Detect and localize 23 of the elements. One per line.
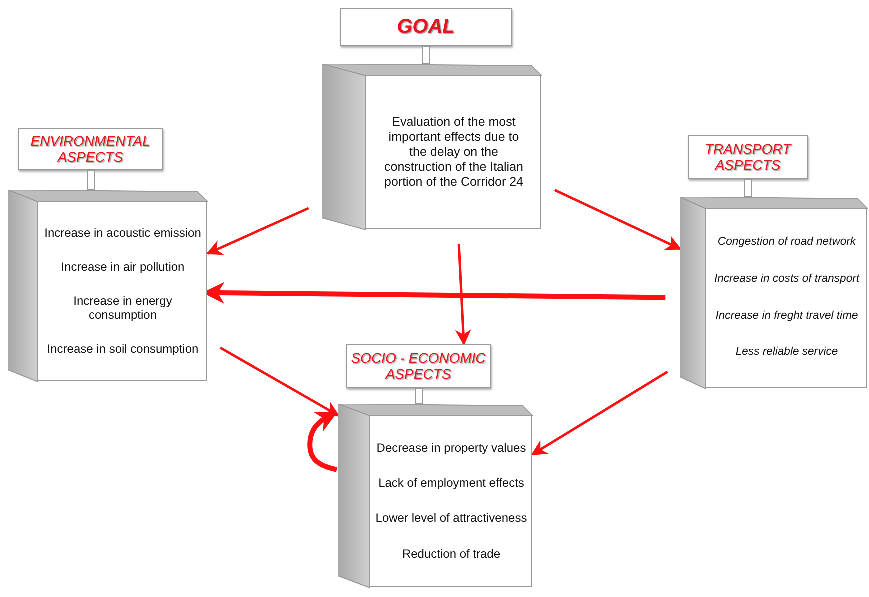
arrow	[554, 189, 682, 250]
effect-text: Lack of employment effects	[378, 476, 524, 491]
effect-text: Less reliable service	[736, 346, 838, 360]
effect-text: Lower level of attractiveness	[376, 511, 528, 526]
effect-text: Decrease in property values	[376, 440, 526, 456]
curved-arrow	[308, 412, 338, 472]
arrow	[206, 207, 310, 256]
goal-text: Evaluation of the most important effects due to the delay on the construction of the Italian portion of the Corridor 24	[384, 114, 524, 190]
arrow	[531, 370, 668, 456]
effect-text: Increase in soil consumption	[47, 342, 199, 356]
arrow	[220, 346, 340, 417]
effect-text: Reduction of trade	[402, 546, 501, 562]
effect-text: Increase in freght travel time	[716, 310, 858, 324]
effect-text: Increase in costs of transport	[714, 272, 860, 286]
sign-heading: ENVIRONMENTAL ASPECTS	[18, 128, 163, 170]
effect-text: Increase in energy consumption	[72, 294, 174, 322]
sign-heading: GOAL	[340, 8, 512, 46]
arrow	[455, 244, 472, 346]
effect-text: Increase in air pollution	[61, 260, 185, 274]
effect-text: Increase in acoustic emission	[44, 226, 202, 240]
sign-heading: TRANSPORT ASPECTS	[688, 135, 808, 179]
sign-heading: SOCIO - ECONOMIC ASPECTS	[346, 344, 491, 388]
effect-text: Congestion of road network	[718, 236, 856, 250]
